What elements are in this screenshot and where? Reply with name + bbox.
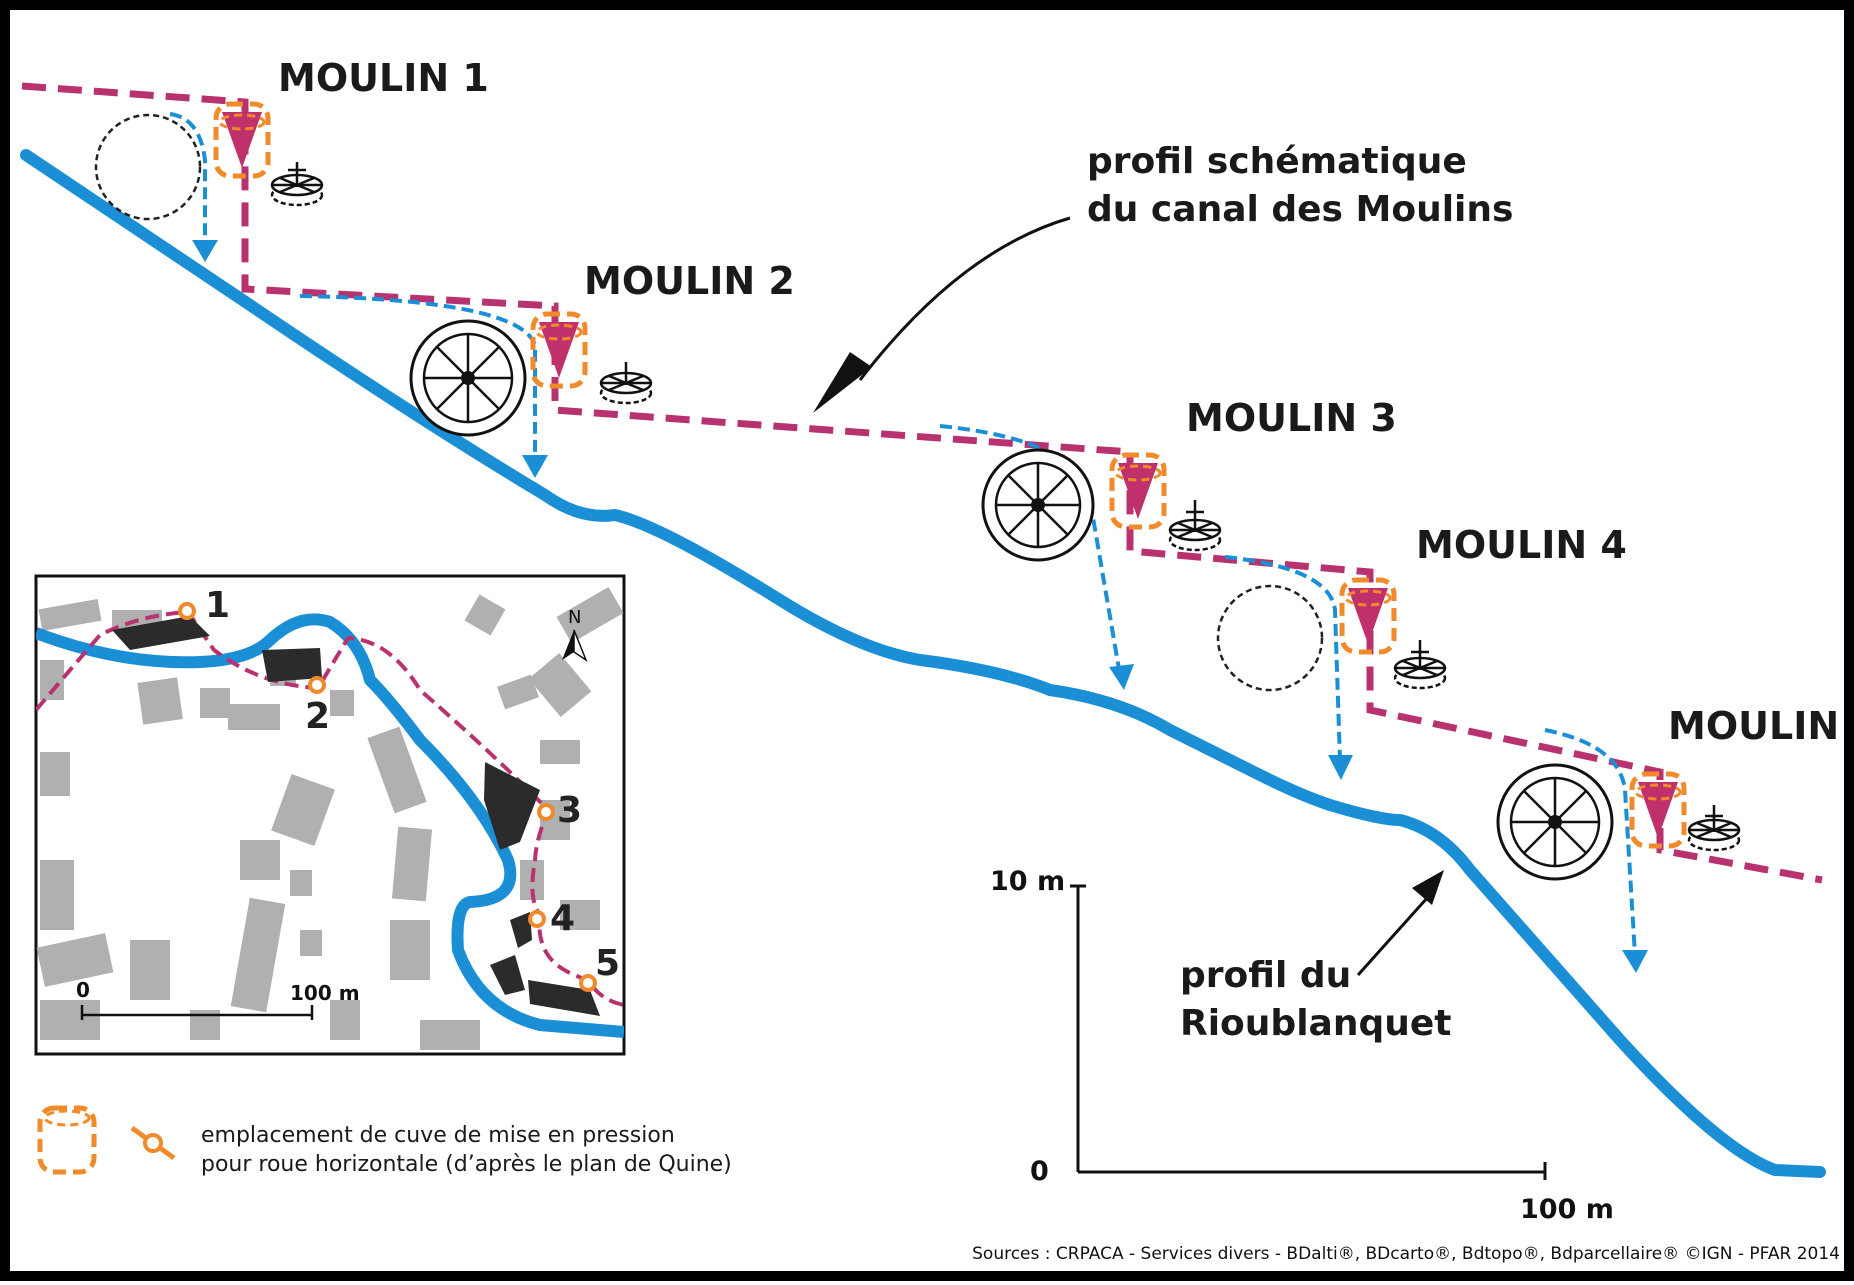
horizontal-wheel-3 [1168,500,1222,552]
water-wheel-3 [981,448,1095,562]
pressure-tank-3 [1109,452,1167,530]
scale-horizontal-end: 100 m [1520,1194,1614,1225]
scale-bar [1070,884,1547,1180]
inset-scale-start: 0 [76,978,90,1002]
horizontal-wheel-4 [1393,640,1447,690]
flow-arrowhead-2 [522,455,548,478]
water-wheel-1 [94,113,202,221]
north-label: N [568,607,581,628]
water-flow-1 [169,112,207,245]
scale-vertical-zero: 0 [1030,1156,1049,1187]
inset-number-2: 2 [305,696,330,737]
inset-tank-markers [178,602,597,992]
mill-label-2: MOULIN 2 [584,259,795,303]
river-callout-line2: Rioublanquet [1180,1003,1451,1044]
pressure-tank-1 [213,101,271,179]
water-flow-arrowheads [192,240,1648,973]
flow-arrowhead-5 [1622,950,1648,973]
inset-river [36,613,624,1038]
horizontal-wheel-1 [270,162,324,207]
mill-label-4: MOULIN 4 [1416,523,1627,567]
water-flow-4 [1224,555,1342,761]
inset-number-4: 4 [550,898,575,939]
inset-scale-bar [80,1005,314,1020]
pressure-tank-5 [1629,771,1687,849]
pressure-tank-4 [1339,577,1397,655]
flow-arrowhead-1 [192,240,218,262]
inset-buildings-grey [36,587,624,1050]
sources-credit: Sources : CRPACA - Services divers - BDa… [972,1244,1840,1264]
legend-text-line2: pour roue horizontale (d’après le plan d… [201,1152,732,1177]
water-wheel-2 [409,319,527,437]
mill-label-1: MOULIN 1 [278,56,489,100]
north-arrow-icon [562,629,588,662]
river-callout-arrow [1356,895,1430,977]
inset-number-1: 1 [205,585,230,626]
flow-arrowhead-4 [1328,755,1353,780]
canal-callout-line2: du canal des Moulins [1087,189,1513,230]
inset-map: N 1 2 3 4 5 0 100 m [34,574,626,1056]
horizontal-wheel-5 [1687,805,1741,852]
inset-number-5: 5 [595,943,620,984]
legend-text-line1: emplacement de cuve de mise en pression [201,1123,675,1148]
water-wheel-4 [1216,584,1324,692]
mill-label-3: MOULIN 3 [1186,396,1397,440]
canal-callout-arrow [858,216,1071,381]
legend-tank-icon [37,1105,97,1175]
scale-vertical-top: 10 m [990,866,1065,897]
flow-arrowhead-3 [1109,664,1134,690]
mill-label-5: MOULIN 5 [1668,704,1854,748]
inset-number-3: 3 [557,790,582,831]
river-profile-line [20,149,1826,1178]
water-wheel-5 [1496,763,1614,881]
horizontal-wheel-2 [599,362,653,405]
canal-callout-line1: profil schématique [1087,141,1467,182]
legend-marker-icon [130,1125,176,1161]
canal-profile-line [21,82,1823,884]
canal-callout-arrowhead [813,352,872,413]
inset-scale-end: 100 m [290,981,360,1005]
river-callout-line1: profil du [1180,955,1351,996]
pressure-tank-2 [530,311,588,389]
river-callout-arrowhead [1412,870,1444,905]
